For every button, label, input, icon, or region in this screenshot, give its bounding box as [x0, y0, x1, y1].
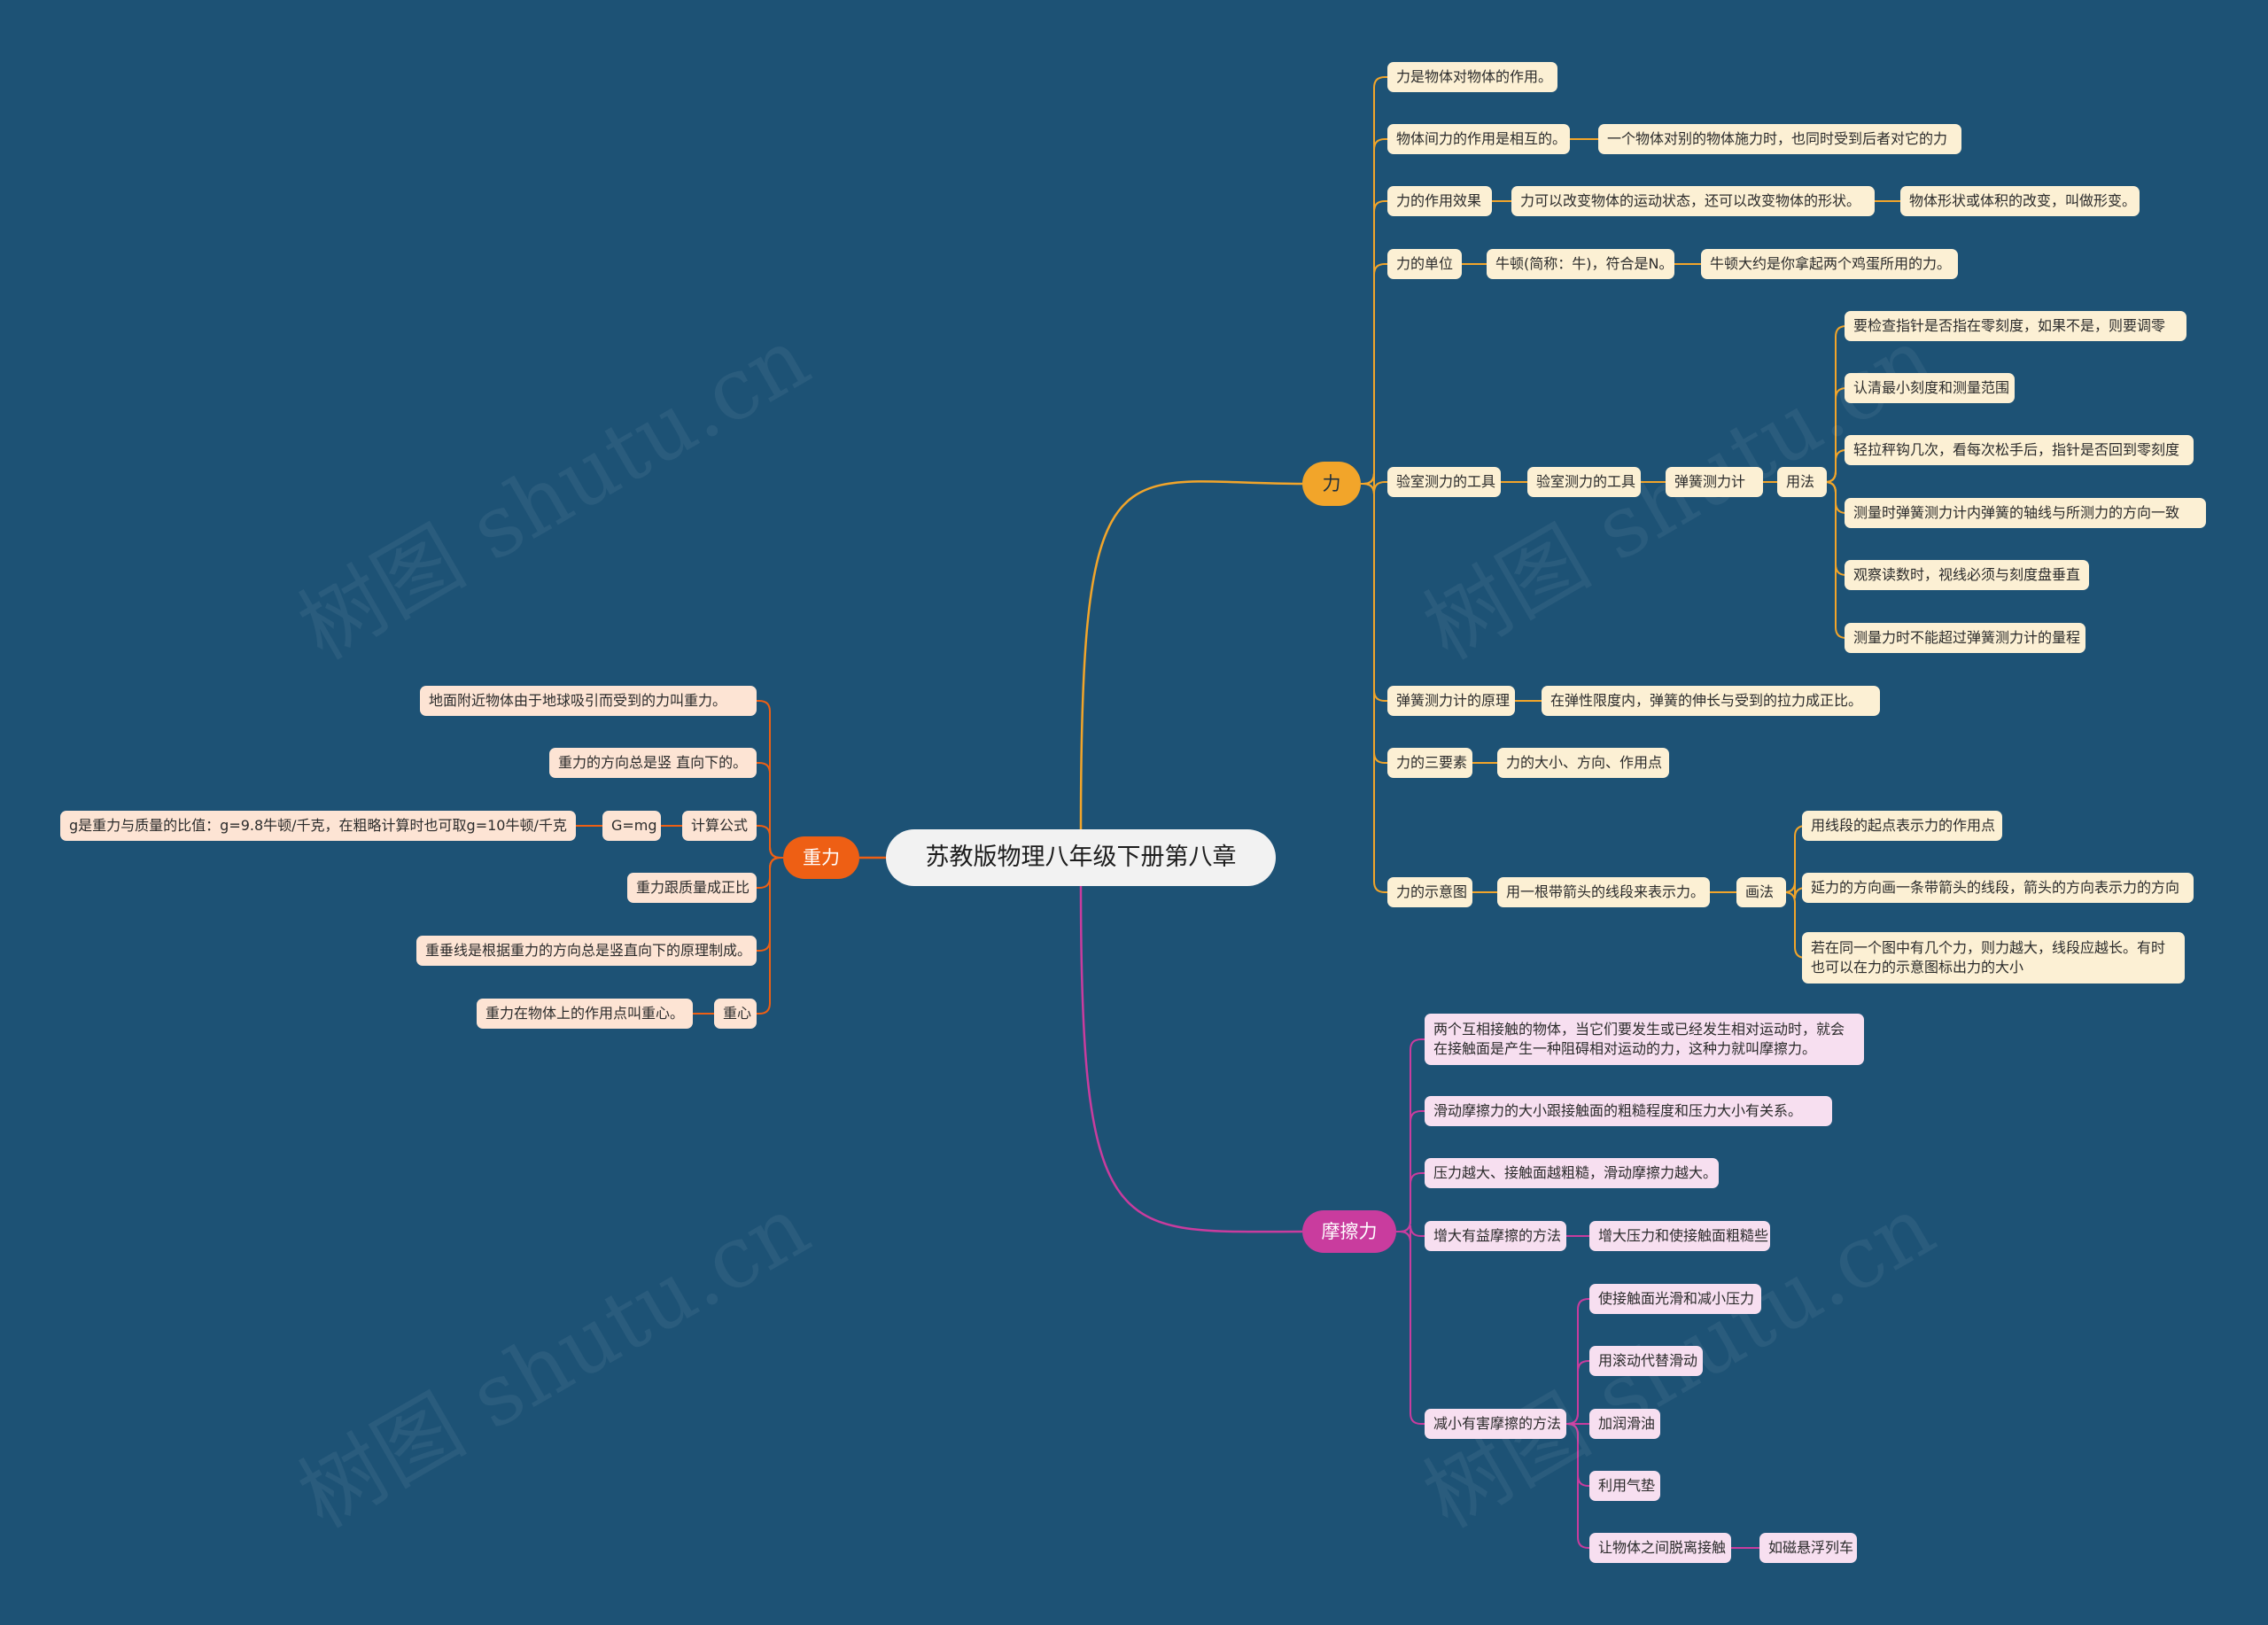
connector-line	[1824, 481, 1847, 639]
drawing-item[interactable]: 若在同一个图中有几个力，则力越大，线段应越长。有时也可以在力的示意图标出力的大小	[1802, 932, 2185, 984]
gravity-mass-proportion[interactable]: 重力跟质量成正比	[627, 873, 757, 903]
reduce-method[interactable]: 利用气垫	[1589, 1471, 1660, 1501]
gravity-formula[interactable]: 计算公式	[682, 811, 757, 841]
gravity-direction[interactable]: 重力的方向总是竖 直向下的。	[549, 748, 757, 778]
force-diagram-detail[interactable]: 用一根带箭头的线段来表示力。	[1497, 877, 1710, 907]
sliding-friction-rule[interactable]: 压力越大、接触面越粗糙，滑动摩擦力越大。	[1425, 1158, 1719, 1188]
force-diagram[interactable]: 力的示意图	[1387, 877, 1472, 907]
root-topic[interactable]: 苏教版物理八年级下册第八章	[886, 829, 1276, 886]
force-mutual[interactable]: 物体间力的作用是相互的。	[1387, 124, 1570, 154]
branch-gravity[interactable]: 重力	[783, 836, 859, 879]
force-effect[interactable]: 力的作用效果	[1387, 186, 1492, 216]
spring-scale-principle[interactable]: 弹簧测力计的原理	[1387, 686, 1515, 716]
spring-scale-usage[interactable]: 用法	[1777, 467, 1827, 497]
connector-line	[1396, 1231, 1425, 1425]
branch-friction[interactable]: 摩擦力	[1302, 1210, 1396, 1253]
deformation-definition[interactable]: 物体形状或体积的改变，叫做形变。	[1900, 186, 2140, 216]
force-effect-detail[interactable]: 力可以改变物体的运动状态，还可以改变物体的形状。	[1511, 186, 1875, 216]
maglev-example[interactable]: 如磁悬浮列车	[1759, 1533, 1857, 1563]
force-mutual-detail[interactable]: 一个物体对别的物体施力时，也同时受到后者对它的力	[1598, 124, 1961, 154]
drawing-method[interactable]: 画法	[1736, 877, 1786, 907]
reduce-method[interactable]: 让物体之间脱离接触	[1589, 1533, 1731, 1563]
friction-definition[interactable]: 两个互相接触的物体，当它们要发生或已经发生相对运动时，就会在接触面是产生一种阻碍…	[1425, 1014, 1864, 1065]
lab-measuring-tool-sub[interactable]: 验室测力的工具	[1527, 467, 1641, 497]
force-definition[interactable]: 力是物体对物体的作用。	[1387, 62, 1557, 92]
spring-scale[interactable]: 弹簧测力计	[1666, 467, 1763, 497]
connector-line	[1361, 483, 1387, 893]
connector-line	[757, 857, 783, 1015]
drawing-item[interactable]: 用线段的起点表示力的作用点	[1802, 811, 2002, 841]
branch-force[interactable]: 力	[1302, 462, 1361, 506]
principle-detail[interactable]: 在弹性限度内，弹簧的伸长与受到的拉力成正比。	[1542, 686, 1880, 716]
lab-measuring-tool[interactable]: 验室测力的工具	[1387, 467, 1501, 497]
connector-line	[1396, 1172, 1425, 1232]
g-value-explanation[interactable]: g是重力与质量的比值：g=9.8牛顿/千克，在粗略计算时也可取g=10牛顿/千克	[60, 811, 576, 841]
connector-line	[1824, 449, 1847, 483]
center-of-gravity[interactable]: 重心	[714, 999, 757, 1029]
connector-line	[1079, 480, 1303, 830]
center-of-gravity-definition[interactable]: 重力在物体上的作用点叫重心。	[477, 999, 693, 1029]
sliding-friction-factors[interactable]: 滑动摩擦力的大小跟接触面的粗糙程度和压力大小有关系。	[1425, 1096, 1832, 1126]
connector-line	[757, 825, 783, 859]
reduce-friction[interactable]: 减小有害摩擦的方法	[1425, 1409, 1566, 1439]
connector-line	[1566, 1423, 1589, 1549]
formula-g-mg[interactable]: G=mg	[602, 811, 661, 841]
connector-line	[1361, 263, 1387, 485]
usage-item[interactable]: 要检查指针是否指在零刻度，如果不是，则要调零	[1845, 311, 2186, 341]
usage-item[interactable]: 观察读数时，视线必须与刻度盘垂直	[1845, 560, 2089, 590]
usage-item[interactable]: 轻拉秤钩几次，看每次松手后，指针是否回到零刻度	[1845, 435, 2194, 465]
gravity-definition[interactable]: 地面附近物体由于地球吸引而受到的力叫重力。	[420, 686, 757, 716]
newton-example[interactable]: 牛顿大约是你拿起两个鸡蛋所用的力。	[1701, 249, 1958, 279]
three-elements-detail[interactable]: 力的大小、方向、作用点	[1497, 748, 1669, 778]
reduce-method[interactable]: 用滚动代替滑动	[1589, 1346, 1703, 1376]
usage-item[interactable]: 认清最小刻度和测量范围	[1845, 373, 2015, 403]
connector-line	[1783, 881, 1806, 899]
drawing-item[interactable]: 延力的方向画一条带箭头的线段，箭头的方向表示力的方向	[1802, 873, 2194, 903]
newton-unit[interactable]: 牛顿(简称：牛)，符合是N。	[1487, 249, 1674, 279]
increase-friction-method[interactable]: 增大压力和使接触面粗糙些	[1589, 1221, 1770, 1251]
increase-friction[interactable]: 增大有益摩擦的方法	[1425, 1221, 1566, 1251]
connector-line	[1361, 472, 1387, 494]
three-elements[interactable]: 力的三要素	[1387, 748, 1472, 778]
reduce-method[interactable]: 加润滑油	[1589, 1409, 1660, 1439]
force-unit[interactable]: 力的单位	[1387, 249, 1462, 279]
usage-item[interactable]: 测量力时不能超过弹簧测力计的量程	[1845, 623, 2085, 653]
plumb-line[interactable]: 重垂线是根据重力的方向总是竖直向下的原理制成。	[416, 936, 757, 966]
reduce-method[interactable]: 使接触面光滑和减小压力	[1589, 1284, 1761, 1314]
usage-item[interactable]: 测量时弹簧测力计内弹簧的轴线与所测力的方向一致	[1845, 498, 2206, 528]
connector-line	[1783, 891, 1806, 959]
connector-line	[1079, 885, 1303, 1233]
